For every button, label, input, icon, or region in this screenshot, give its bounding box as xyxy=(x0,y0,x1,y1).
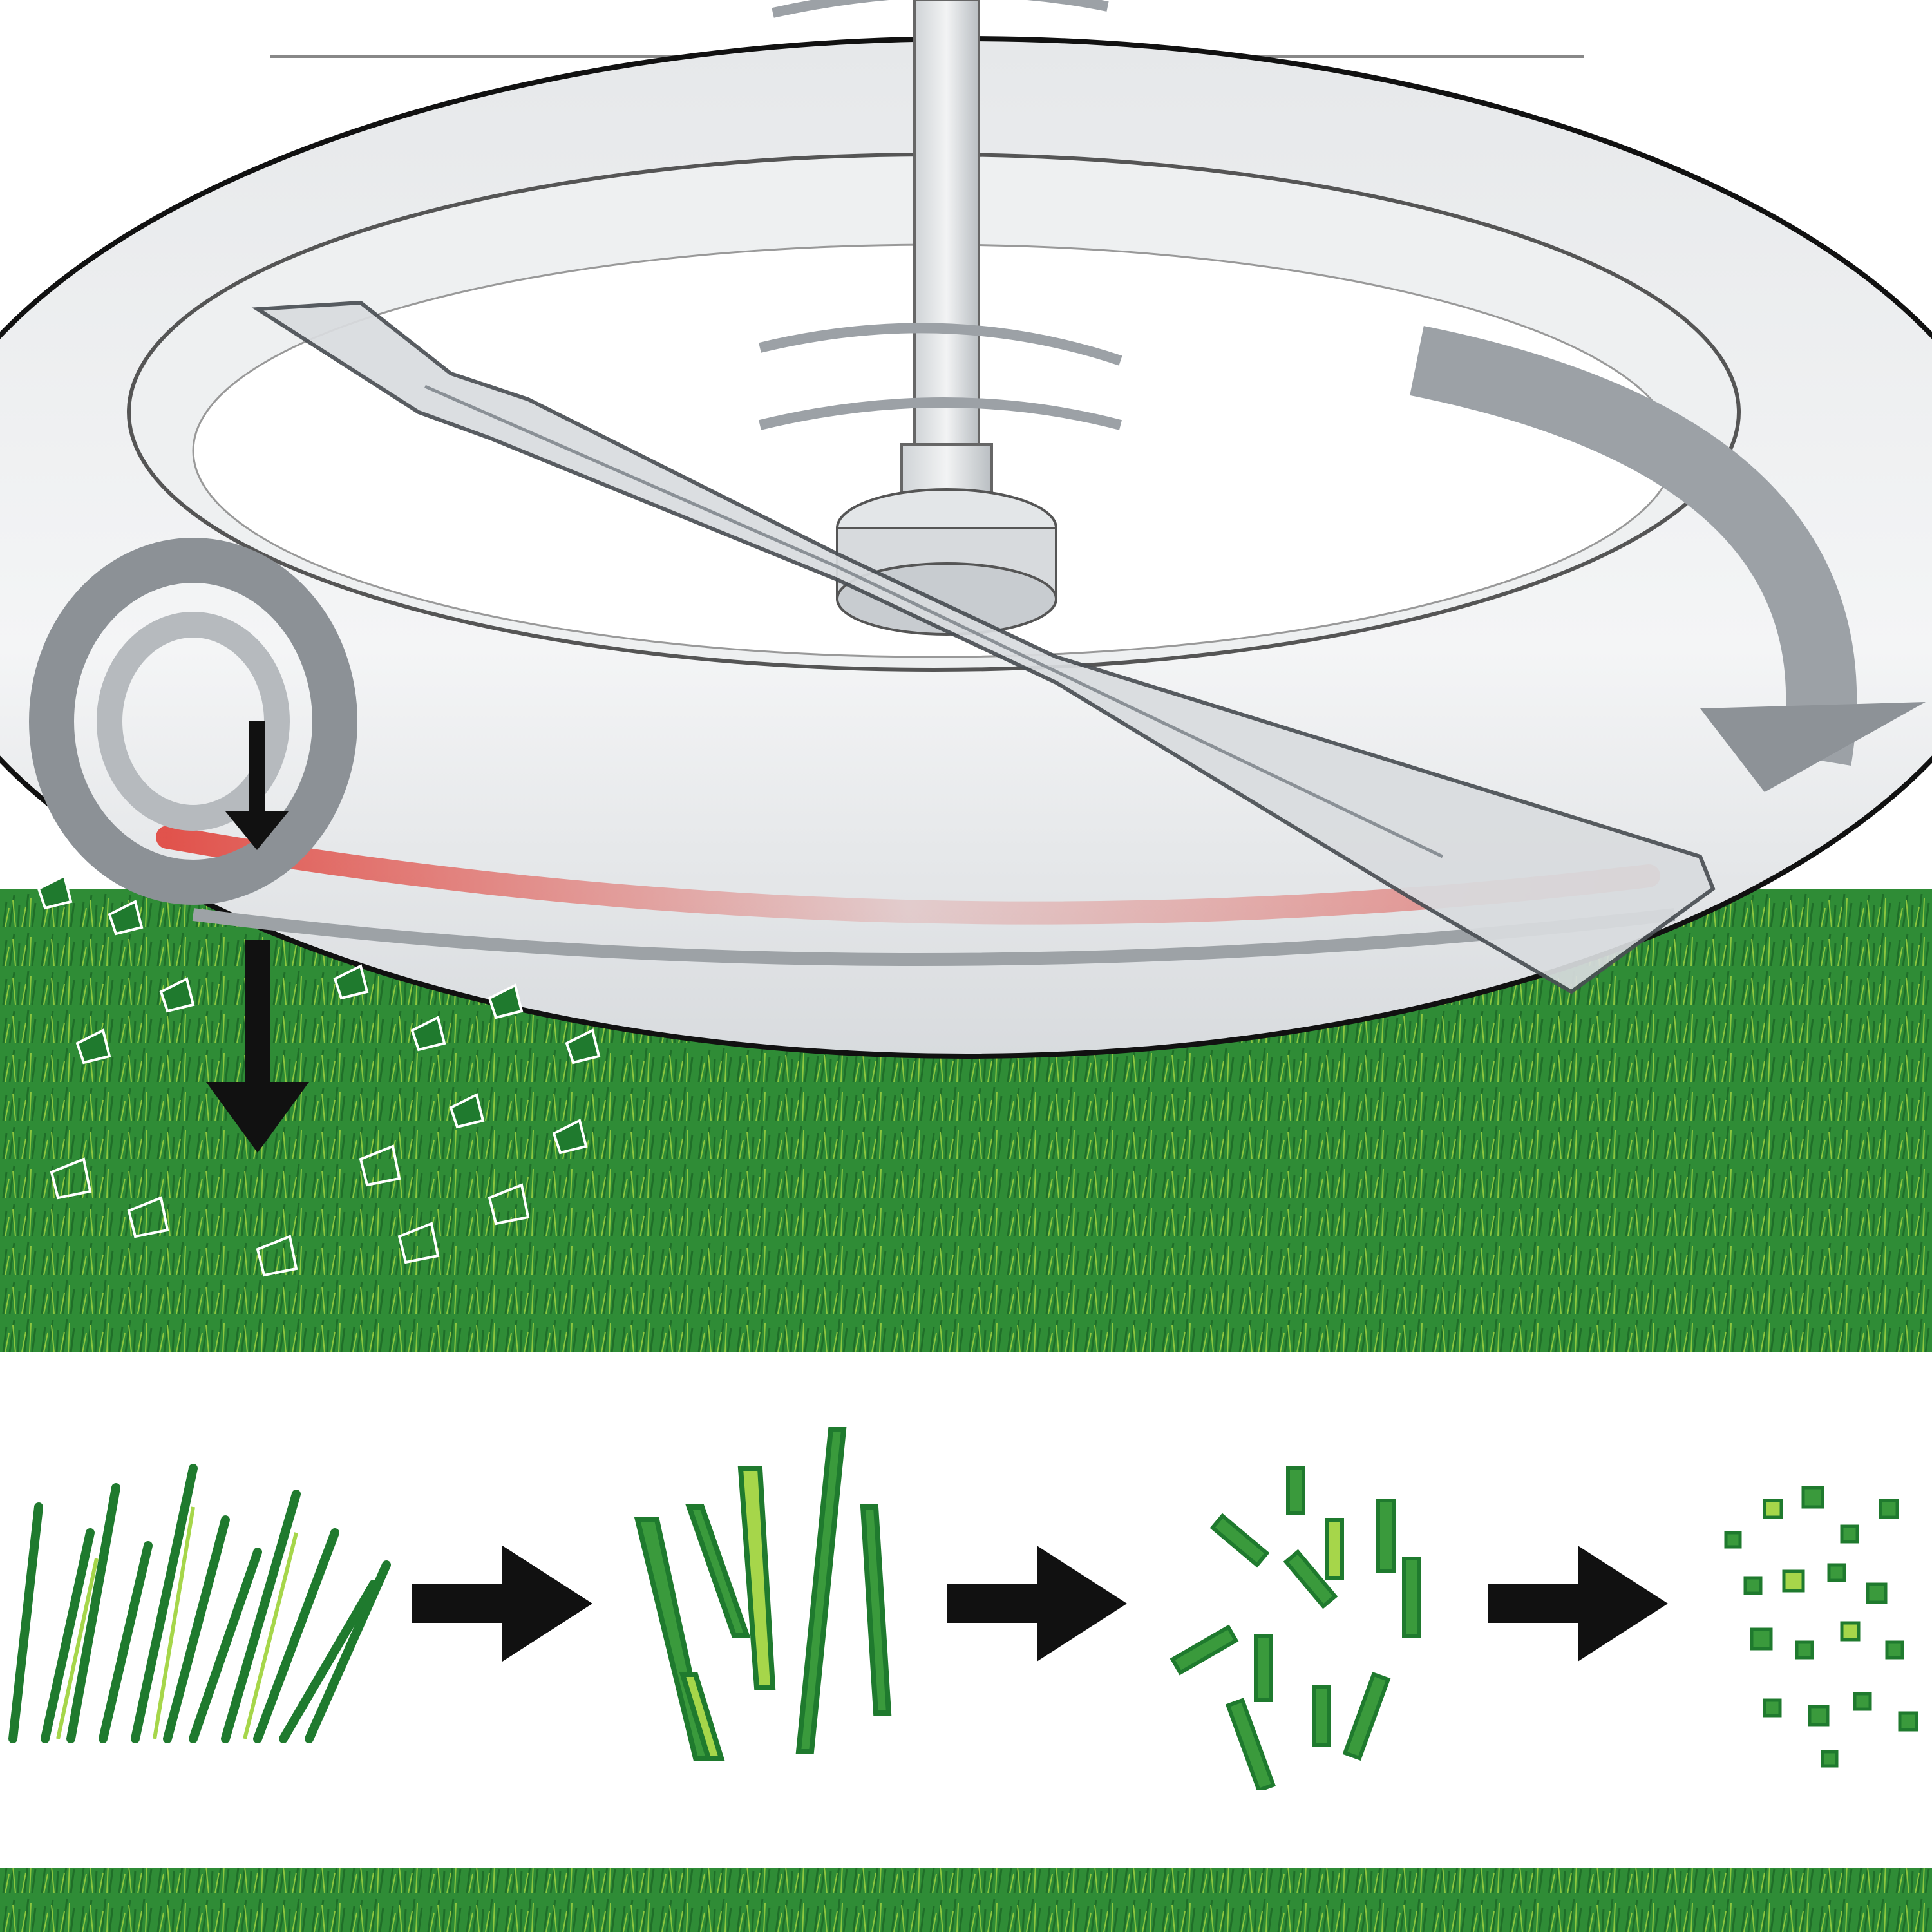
clipping-outlines xyxy=(50,1144,530,1277)
cut-path-outline xyxy=(192,908,1676,966)
arrow-right-icon xyxy=(1488,1546,1668,1662)
grass-tuft-icon xyxy=(8,1464,391,1743)
grass-clippings xyxy=(37,874,601,1155)
lawn-strip-bottom xyxy=(0,1868,1932,1932)
airflow-arrowhead-icon xyxy=(1700,702,1926,792)
arrow-right-icon xyxy=(947,1546,1127,1662)
grass-tuft-highlights xyxy=(56,1506,298,1739)
chopped-pieces-icon xyxy=(1170,1466,1421,1790)
blade-edge xyxy=(424,384,1444,858)
mulching-stages xyxy=(8,1427,1918,1790)
rotation-arrows xyxy=(759,0,1122,430)
downward-arrow-icon xyxy=(206,721,309,1153)
fine-mulch-icon xyxy=(1724,1486,1918,1768)
cut-blades-icon xyxy=(634,1427,892,1761)
drive-shaft xyxy=(913,0,980,452)
recirculation-loop-icon xyxy=(29,538,357,905)
mower-blade xyxy=(251,300,1716,994)
arrow-right-icon xyxy=(412,1546,592,1662)
airflow-arrow-icon xyxy=(1410,326,1857,766)
